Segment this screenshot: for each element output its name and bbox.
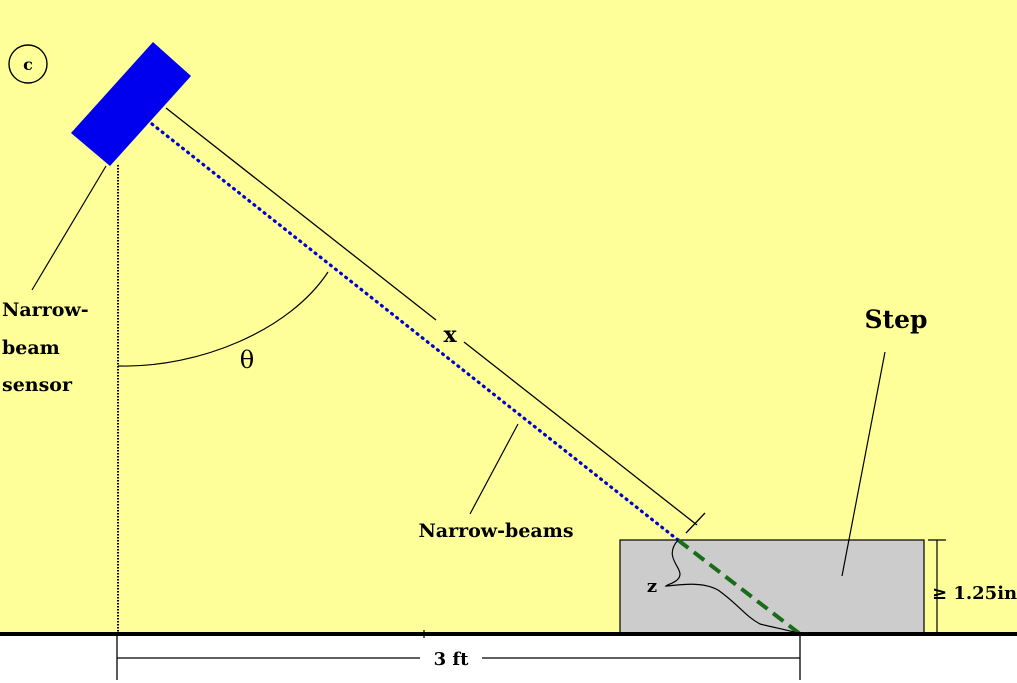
sensor-label-line1: Narrow-: [2, 299, 89, 321]
distance-end-tick: [685, 512, 706, 534]
distance-line-lower: [463, 341, 698, 526]
panel-label-circle: [8, 44, 48, 84]
angle-label: θ: [240, 346, 254, 374]
sensor-leader-line: [31, 165, 107, 291]
z-label: z: [647, 576, 657, 597]
z-brace: [664, 539, 801, 635]
panel-label: c: [23, 55, 33, 74]
sensor-label-line3: sensor: [2, 374, 73, 396]
narrow-beam-dotted: [150, 122, 680, 542]
distance-line: [165, 107, 437, 321]
background: [0, 0, 1017, 634]
beams-leader-line: [469, 423, 519, 515]
step-height-label: ≥ 1.25in: [932, 583, 1017, 604]
horizontal-distance-label: 3 ft: [434, 649, 470, 670]
sensor-label-line2: beam: [2, 337, 60, 359]
angle-arc: [117, 271, 329, 367]
narrow-beam-dashed: [676, 538, 802, 636]
step-block: [619, 539, 925, 635]
step-leader-line: [841, 351, 886, 577]
beams-label: Narrow-beams: [418, 520, 573, 542]
distance-label: x: [443, 322, 457, 348]
sensor-block: [71, 42, 191, 166]
step-label: Step: [865, 305, 928, 334]
